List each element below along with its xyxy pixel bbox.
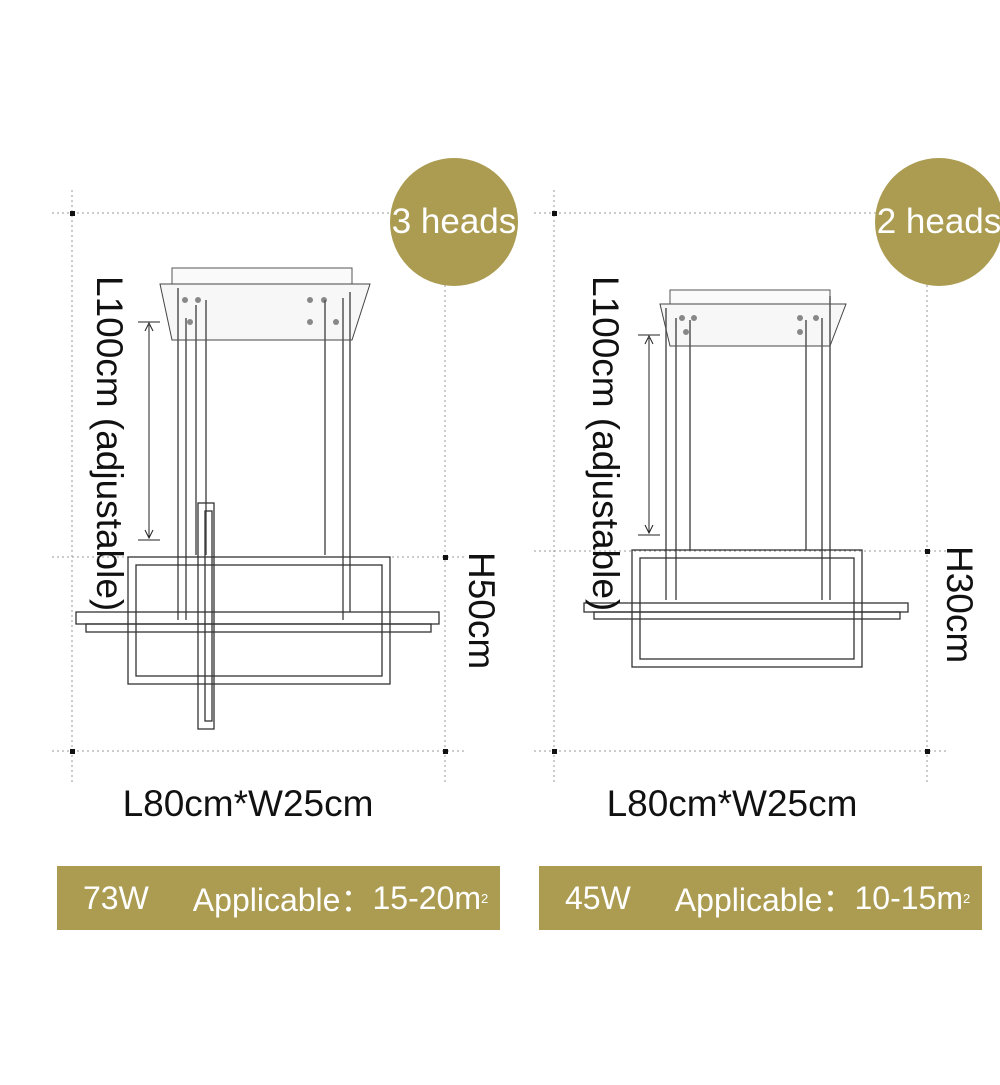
- guide-markers: [552, 211, 930, 754]
- applicable-range: 10-15m: [854, 879, 963, 916]
- heads-label: 2 heads: [876, 202, 1000, 241]
- product-panel-3-heads: 3 heads L100cm (adjustable) H50cm L80cm*…: [52, 158, 518, 930]
- height-label: H30cm: [939, 546, 980, 664]
- chandelier-2-heads-drawing: [534, 190, 947, 785]
- heads-badge: 2 heads: [875, 158, 1000, 286]
- dimensions-label: L80cm*W25cm: [606, 783, 858, 824]
- cable-length-arrow: [138, 321, 160, 541]
- canopy: [659, 289, 847, 347]
- applicable-range: 15-20m: [372, 879, 481, 916]
- applicable-label: Applicable：: [674, 882, 855, 918]
- heads-label: 3 heads: [391, 202, 517, 241]
- guide-markers: [70, 211, 448, 754]
- led-frames: [583, 549, 909, 668]
- cable-length-label: L100cm (adjustable): [89, 276, 130, 612]
- canopy: [159, 267, 371, 341]
- cable-length-label: L100cm (adjustable): [585, 276, 626, 612]
- dimensions-label: L80cm*W25cm: [122, 783, 374, 824]
- suspension-cables: [665, 296, 831, 600]
- applicable-label: Applicable：: [192, 882, 373, 918]
- product-panel-2-heads: 2 heads L100cm (adjustable) H30cm L80cm*…: [482, 0, 1000, 1085]
- cable-length-arrow: [638, 334, 660, 536]
- chandelier-3-heads-drawing: [52, 190, 465, 785]
- led-frames: [75, 502, 440, 730]
- dimension-guides: [534, 190, 947, 785]
- wattage: 45W: [565, 879, 631, 916]
- wattage: 73W: [83, 879, 149, 916]
- area-unit-exponent: 2: [962, 890, 971, 906]
- area-unit-exponent: 2: [480, 890, 489, 906]
- heads-badge: 3 heads: [390, 158, 518, 286]
